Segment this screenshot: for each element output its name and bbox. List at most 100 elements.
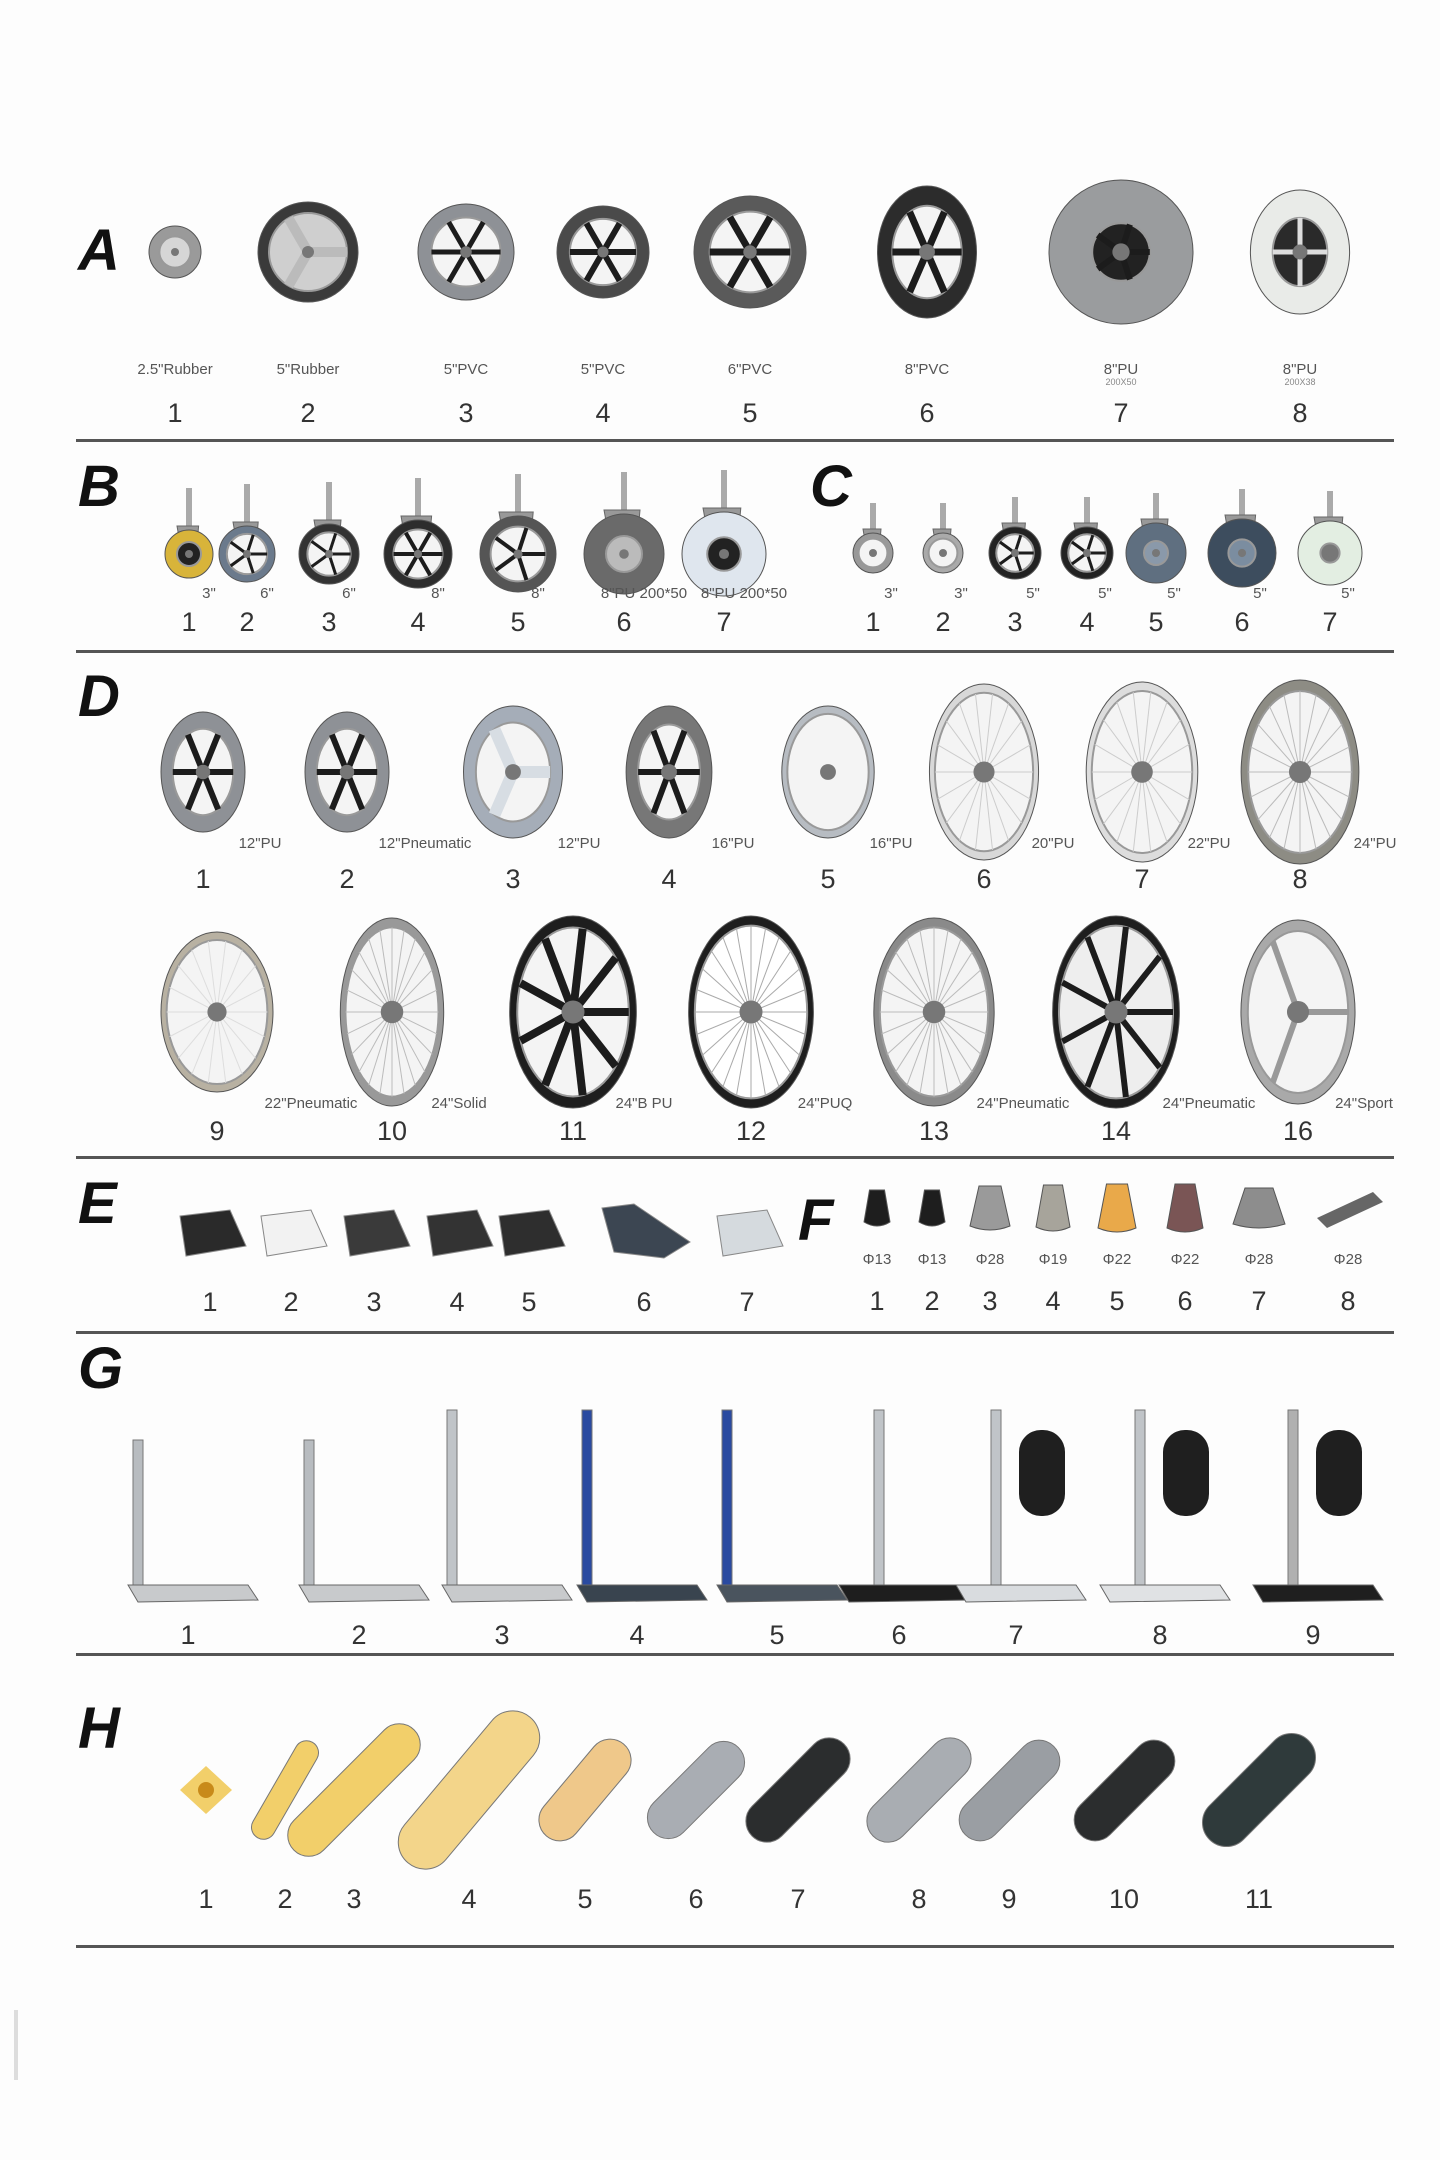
item-number: 7 [1322, 607, 1338, 637]
leg-rest-g9-graphic [1252, 1409, 1384, 1603]
hub [597, 246, 609, 258]
item-label: 22"PU [1187, 835, 1231, 852]
hand-grip-h9-graphic [958, 1739, 1060, 1841]
spoke [379, 930, 393, 1013]
item-number: 3 [321, 607, 337, 637]
spoke [583, 250, 606, 283]
spoke [207, 941, 218, 1013]
caster-c1-graphic [852, 503, 894, 574]
hub [743, 245, 757, 259]
wheel-a5 [692, 194, 808, 310]
wheel-a1-graphic [148, 225, 202, 279]
item-number: 1 [195, 864, 211, 894]
spoke [1270, 1010, 1301, 1084]
item-label-text: 5" [1098, 585, 1112, 602]
item-number: 2 [924, 1286, 940, 1316]
footplate-e4 [417, 1202, 497, 1262]
hand-grip-h2-graphic [251, 1740, 319, 1840]
spoke [391, 1011, 405, 1094]
item-label-text: Φ19 [1038, 1251, 1068, 1268]
caster-c3-graphic [988, 497, 1042, 580]
spoke [391, 1011, 426, 1073]
hub [185, 550, 193, 558]
grip-shape [397, 1710, 541, 1870]
item-number: 7 [739, 1287, 755, 1317]
item-number: 2 [339, 864, 355, 894]
caster-c6-graphic [1207, 489, 1277, 588]
spoke [216, 949, 243, 1013]
hand-grip-h11 [1189, 1720, 1329, 1860]
caster-stem [415, 478, 421, 518]
item-number: 2 [277, 1884, 293, 1914]
item-label: 6"PVC [728, 362, 773, 378]
section-divider [76, 650, 1394, 653]
wheel-d5 [776, 704, 880, 840]
hub [302, 246, 314, 258]
spoke [1116, 701, 1143, 773]
spoke [750, 1011, 792, 1074]
item-number: 1 [181, 607, 197, 637]
item-number: 6 [688, 1884, 704, 1914]
footplate-e1 [170, 1202, 250, 1262]
grip-group [538, 1738, 632, 1842]
calf-pad [1019, 1430, 1065, 1516]
hand-grip-h9 [947, 1728, 1072, 1853]
item-label-text: 6"PVC [727, 361, 773, 378]
hub [339, 764, 355, 780]
wheel-d15 [1240, 918, 1356, 1106]
spoke [569, 928, 587, 1013]
hand-grip-h8-graphic [866, 1737, 972, 1843]
item-label-text: 5" [1341, 585, 1355, 602]
caster-c3 [974, 495, 1056, 585]
spoke [207, 1011, 218, 1083]
wheel-d10 [339, 916, 445, 1108]
item-number: 1 [869, 1286, 885, 1316]
hub [1292, 244, 1308, 260]
hub [919, 244, 935, 260]
item-label: 5"PVC [444, 362, 489, 378]
footplate-e5 [489, 1202, 569, 1262]
wheel-d3-graphic [463, 705, 563, 839]
item-number: 4 [1045, 1286, 1061, 1316]
spoke [1299, 771, 1317, 850]
tip-shape [1166, 1183, 1204, 1233]
item-label: 24"PUQ [797, 1095, 853, 1112]
hub [1112, 243, 1130, 261]
spoke [541, 1010, 577, 1087]
item-label: 8" [531, 586, 545, 602]
leg-rest-g8-graphic [1099, 1409, 1231, 1603]
item-label: 6" [260, 586, 274, 602]
spoke [1132, 771, 1143, 852]
footplate-e6 [594, 1202, 694, 1262]
item-label: 12"PU [557, 835, 601, 852]
hand-grip-h10 [1062, 1728, 1187, 1853]
item-number: 7 [1134, 864, 1150, 894]
spoke [750, 1011, 780, 1088]
caster-c7 [1283, 489, 1377, 591]
footplate-e7 [707, 1202, 787, 1262]
item-number: 8 [1292, 398, 1308, 428]
spoke [710, 950, 752, 1013]
footplate [576, 1584, 708, 1603]
item-label-text: 8"PU [1282, 361, 1318, 378]
spoke [284, 215, 313, 255]
footplate-shape [601, 1203, 691, 1259]
caster-c4 [1046, 495, 1128, 585]
item-label: 5" [1167, 586, 1181, 602]
item-number: 3 [458, 398, 474, 428]
caster-b2-graphic [218, 484, 276, 583]
hub [380, 1000, 404, 1024]
item-number: 4 [629, 1620, 645, 1650]
leg-rest-g6 [824, 1400, 974, 1610]
hub [619, 549, 629, 559]
item-label-text: Φ13 [862, 1251, 892, 1268]
section-letter-a: A [78, 218, 120, 283]
item-number: 11 [1244, 1884, 1274, 1914]
grip-group [866, 1737, 972, 1843]
grip-group [251, 1740, 319, 1840]
rubber-tip-f3 [968, 1184, 1012, 1232]
leg-rest-g2-graphic [298, 1439, 430, 1603]
wheel-d4-graphic [625, 705, 713, 839]
section-divider [76, 1945, 1394, 1948]
item-number: 7 [790, 1884, 806, 1914]
